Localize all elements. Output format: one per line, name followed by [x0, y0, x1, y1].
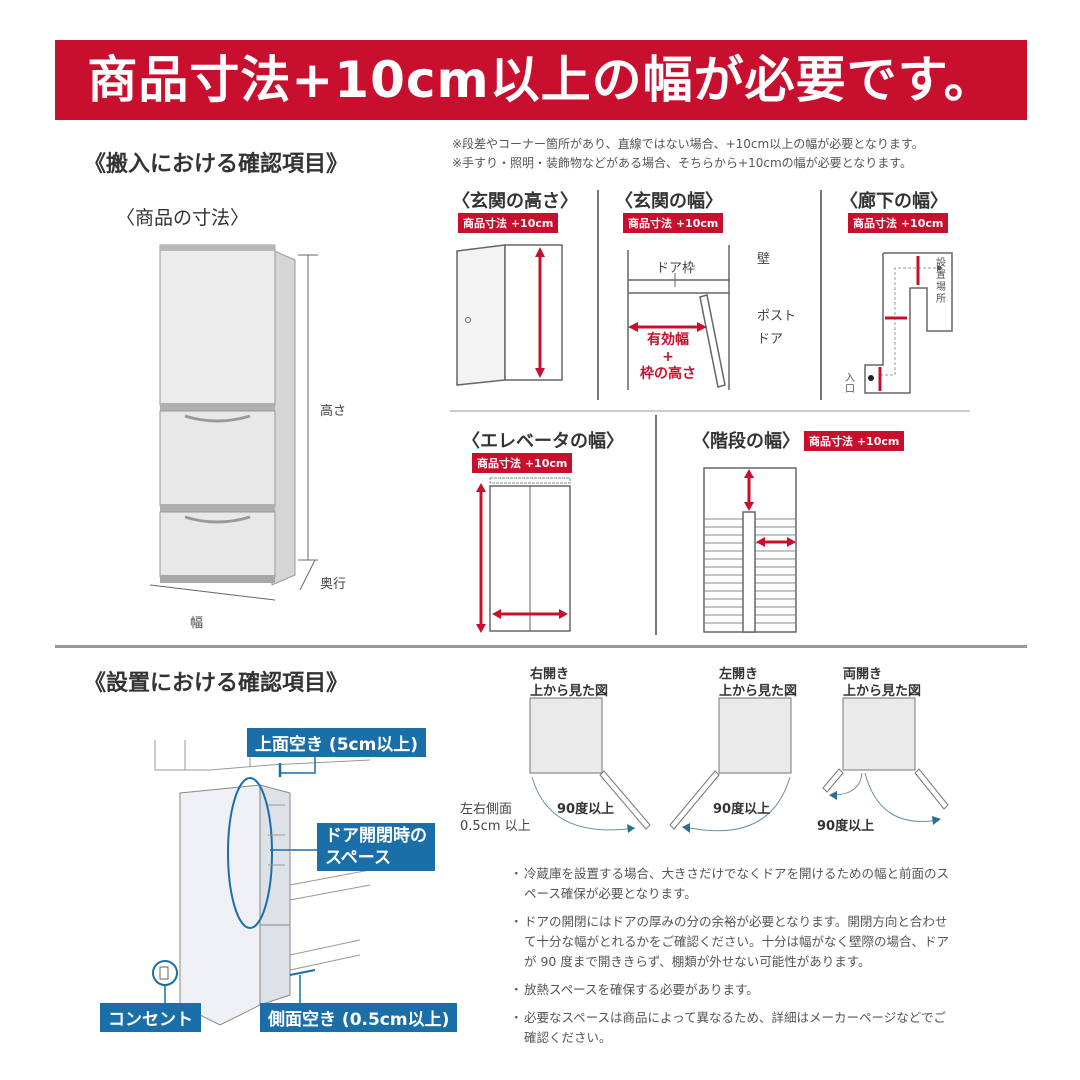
note-item: ・ 冷蔵庫を設置する場合、大きさだけでなくドアを開けるための幅と前面のスペース確… — [510, 866, 950, 901]
side-clearance-note: 左右側面 0.5cm 以上 — [460, 801, 531, 835]
left-angle-label: 90度以上 — [713, 802, 771, 817]
right-open-label: 右開き 上から見た図 — [530, 666, 608, 700]
elevator-width-badge: 商品寸法 +10cm — [472, 453, 573, 473]
depth-label: 奥行 — [320, 577, 347, 592]
frame-height-label: 枠の高さ — [640, 366, 696, 382]
section-divider — [55, 645, 1027, 648]
product-size-title: 〈商品の寸法〉 — [116, 207, 250, 229]
left-open-label: 左開き 上から見た図 — [719, 666, 797, 700]
installation-illustration-icon — [152, 740, 371, 1026]
height-label: 高さ — [320, 404, 347, 419]
divider — [597, 190, 599, 400]
door-swing-diagrams-icon — [529, 697, 949, 833]
hallway-diagram-icon — [864, 252, 953, 394]
elevator-diagram-icon — [476, 477, 571, 633]
post-label: ポスト — [757, 309, 797, 324]
door-space-line1: ドア開閉時の — [325, 826, 427, 846]
note-item: ・ 必要なスペースは商品によって異なるため、詳細はメーカーページなどでご確認くだ… — [510, 1010, 947, 1045]
door-space-callout: ドア開閉時の スペース — [317, 823, 435, 871]
side-clearance-callout: 側面空き (0.5cm以上) — [260, 1003, 458, 1032]
double-open-label: 両開き 上から見た図 — [843, 666, 921, 700]
delivery-notes: ※段差やコーナー箇所があり、直線ではない場合、+10cm以上の幅が必要となります… — [452, 135, 1012, 173]
hallway-width-badge: 商品寸法 +10cm — [848, 213, 949, 233]
door-space-line2: スペース — [325, 848, 391, 868]
door-type-view: 上から見た図 — [530, 684, 609, 699]
effective-width-formula: 有効幅 + 枠の高さ — [633, 332, 703, 383]
fridge-illustration-icon — [149, 244, 318, 601]
door-type-view: 上から見た図 — [719, 684, 798, 699]
elevator-width-title: 〈エレベータの幅〉 — [462, 431, 624, 452]
entrance-height-title: 〈玄関の高さ〉 — [452, 191, 578, 212]
width-label: 幅 — [190, 616, 204, 631]
destination-label: 設置場所 — [936, 258, 946, 305]
door-type-view: 上から見た図 — [843, 684, 922, 699]
headline-banner: 商品寸法+10cm以上の幅が必要です。 — [55, 40, 1027, 120]
stair-width-badge: 商品寸法 +10cm — [804, 431, 905, 451]
door-label: ドア — [757, 332, 784, 347]
stair-diagram-icon — [703, 467, 797, 633]
top-clearance-callout: 上面空き (5cm以上) — [247, 728, 427, 757]
door-type-name: 左開き — [719, 667, 759, 682]
side-note-line1: 左右側面 — [460, 802, 513, 817]
divider — [820, 190, 822, 400]
wall-label: 壁 — [757, 252, 771, 267]
door-type-name: 右開き — [530, 667, 570, 682]
note-item: ・ ドアの開閉にはドアの厚みの分の余裕が必要となります。開閉方向と合わせて十分な… — [510, 914, 950, 969]
door-frame-label: ドア枠 — [656, 261, 696, 276]
effective-width-label: 有効幅 — [647, 332, 689, 348]
entrance-width-badge: 商品寸法 +10cm — [623, 213, 724, 233]
right-angle-label: 90度以上 — [557, 802, 615, 817]
note-item: ・ 放熱スペースを確保する必要があります。 — [510, 982, 759, 997]
entrance-label: 入口 — [845, 373, 855, 395]
door-type-name: 両開き — [843, 667, 883, 682]
divider — [655, 415, 657, 635]
delivery-section-title: 《搬入における確認項目》 — [84, 152, 349, 177]
entrance-height-badge: 商品寸法 +10cm — [458, 213, 559, 233]
stair-width-title: 〈階段の幅〉 — [692, 431, 800, 452]
entrance-door-icon — [456, 244, 563, 386]
entrance-width-title: 〈玄関の幅〉 — [615, 191, 723, 212]
side-note-line2: 0.5cm 以上 — [460, 819, 531, 834]
installation-notes: ・ 冷蔵庫を設置する場合、大きさだけでなくドアを開けるための幅と前面のスペース確… — [510, 864, 955, 1048]
installation-section-title: 《設置における確認項目》 — [84, 671, 349, 696]
entrance-width-diagram-icon — [627, 245, 730, 390]
double-angle-label: 90度以上 — [817, 819, 875, 834]
divider — [450, 410, 970, 412]
outlet-callout: コンセント — [100, 1003, 201, 1032]
note-line: ※手すり・照明・装飾物などがある場合、そちらから+10cmの幅が必要となります。 — [452, 156, 913, 170]
plus-label: + — [662, 349, 674, 365]
hallway-width-title: 〈廊下の幅〉 — [840, 191, 948, 212]
note-line: ※段差やコーナー箇所があり、直線ではない場合、+10cm以上の幅が必要となります… — [452, 137, 924, 151]
